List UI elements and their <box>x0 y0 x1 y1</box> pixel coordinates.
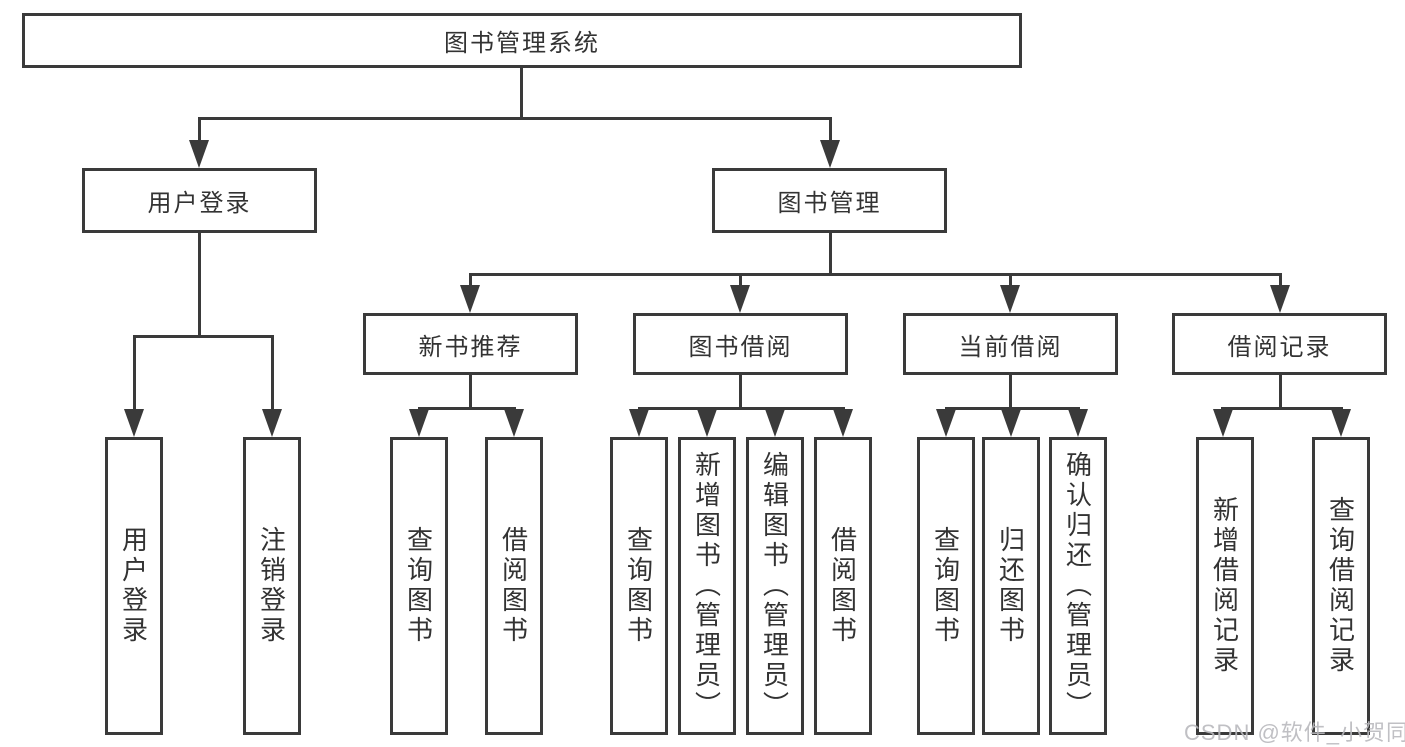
connector-arrow-shaft <box>829 118 832 140</box>
arrow-down-icon <box>460 285 480 313</box>
arrow-down-icon <box>833 409 853 437</box>
connector-arrow-shaft <box>469 273 472 287</box>
arrow-down-icon <box>504 409 524 437</box>
connector-arrow-shaft <box>271 335 274 409</box>
connector-records-stem <box>1279 375 1282 409</box>
arrow-down-icon <box>1001 409 1021 437</box>
connector-arrow-shaft <box>1279 273 1282 287</box>
arrow-down-icon <box>1331 409 1351 437</box>
connector-borrow-split <box>638 407 845 410</box>
node-leaf-add-book-admin: 新增图书（管理员） <box>678 437 736 735</box>
node-leaf-user-login: 用户登录 <box>105 437 163 735</box>
connector-arrow-shaft <box>739 273 742 287</box>
connector-user-login-split <box>133 335 274 338</box>
arrow-down-icon <box>936 409 956 437</box>
arrow-down-icon <box>1270 285 1290 313</box>
connector-arrow-shaft <box>198 118 201 140</box>
node-leaf-query-books-borrow: 查询图书 <box>610 437 668 735</box>
connector-book-mgmt-split <box>469 273 1282 276</box>
arrow-down-icon <box>189 140 209 168</box>
node-user-login: 用户登录 <box>82 168 317 233</box>
connector-user-login-stem <box>198 233 201 337</box>
node-root: 图书管理系统 <box>22 13 1022 68</box>
connector-borrow-stem <box>739 375 742 409</box>
connector-root-stem <box>520 68 523 120</box>
node-book-management: 图书管理 <box>712 168 947 233</box>
watermark-text: CSDN @软件_小贺同学 <box>1184 720 1405 745</box>
connector-current-split <box>945 407 1080 410</box>
node-leaf-query-books-current: 查询图书 <box>917 437 975 735</box>
arrow-down-icon <box>409 409 429 437</box>
connector-arrow-shaft <box>133 335 136 409</box>
node-book-borrow: 图书借阅 <box>633 313 848 375</box>
arrow-down-icon <box>820 140 840 168</box>
node-leaf-query-borrow-record: 查询借阅记录 <box>1312 437 1370 735</box>
connector-recommend-split <box>418 407 516 410</box>
arrow-down-icon <box>124 409 144 437</box>
node-leaf-query-books-recommend: 查询图书 <box>390 437 448 735</box>
node-leaf-add-borrow-record: 新增借阅记录 <box>1196 437 1254 735</box>
node-current-borrow: 当前借阅 <box>903 313 1118 375</box>
node-leaf-confirm-return-admin: 确认归还（管理员） <box>1049 437 1107 735</box>
connector-arrow-shaft <box>1009 273 1012 287</box>
arrow-down-icon <box>1000 285 1020 313</box>
connector-recommend-stem <box>469 375 472 409</box>
arrow-down-icon <box>765 409 785 437</box>
arrow-down-icon <box>262 409 282 437</box>
node-borrow-records: 借阅记录 <box>1172 313 1387 375</box>
node-leaf-logout: 注销登录 <box>243 437 301 735</box>
connector-current-stem <box>1009 375 1012 409</box>
node-leaf-return-book: 归还图书 <box>982 437 1040 735</box>
arrow-down-icon <box>1068 409 1088 437</box>
node-leaf-borrow-books-recommend: 借阅图书 <box>485 437 543 735</box>
arrow-down-icon <box>629 409 649 437</box>
arrow-down-icon <box>730 285 750 313</box>
connector-book-mgmt-stem <box>829 233 832 275</box>
connector-root-split <box>198 117 832 120</box>
arrow-down-icon <box>697 409 717 437</box>
node-leaf-borrow-books: 借阅图书 <box>814 437 872 735</box>
node-leaf-edit-book-admin: 编辑图书（管理员） <box>746 437 804 735</box>
connector-records-split <box>1221 407 1343 410</box>
arrow-down-icon <box>1213 409 1233 437</box>
node-new-book-recommend: 新书推荐 <box>363 313 578 375</box>
